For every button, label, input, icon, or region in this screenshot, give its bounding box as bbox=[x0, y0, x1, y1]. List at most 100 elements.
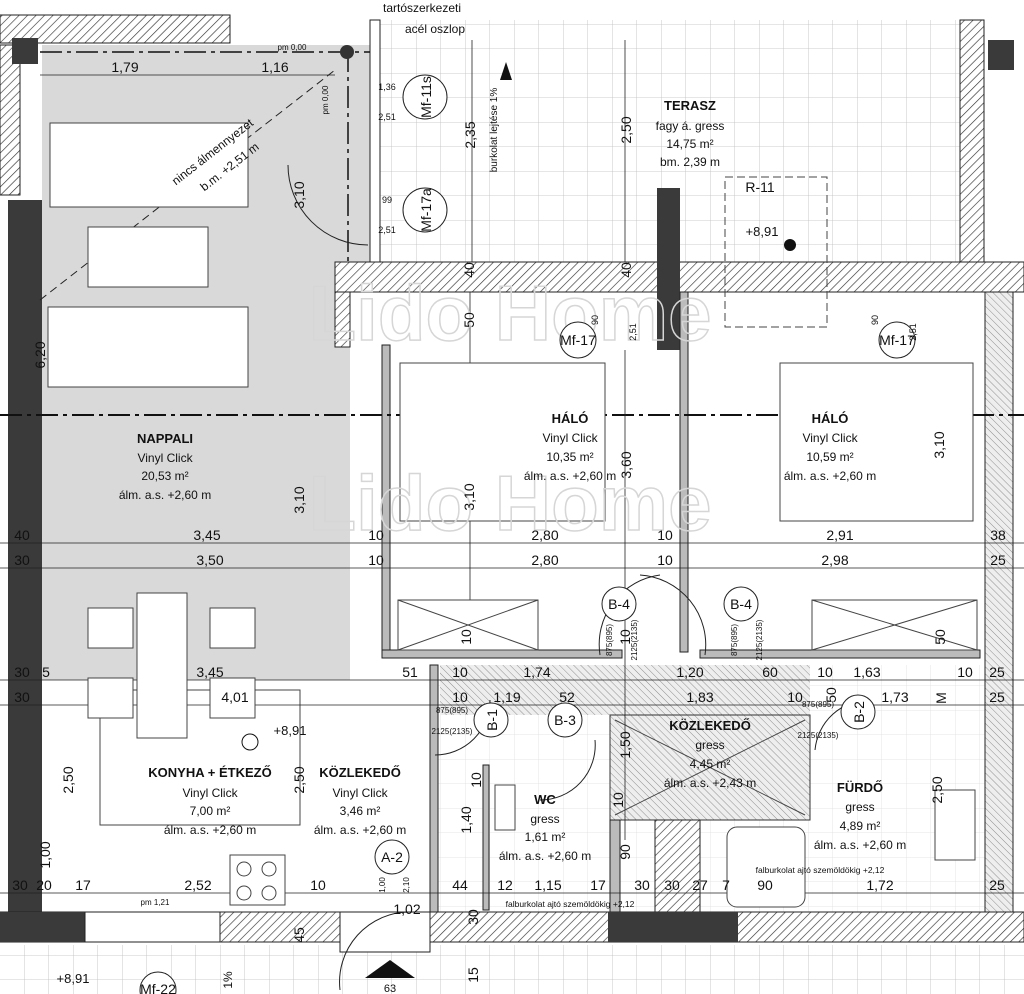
tag-mf-11s[interactable]: Mf-11s bbox=[418, 76, 434, 118]
svg-text:25: 25 bbox=[990, 552, 1006, 568]
svg-text:1,00: 1,00 bbox=[378, 877, 387, 893]
steel-column-label-2: acél oszlop bbox=[405, 22, 465, 36]
terrace-level: +8,91 bbox=[746, 224, 779, 239]
partition-wall-1 bbox=[334, 291, 351, 348]
level-marker-icon bbox=[241, 733, 259, 751]
svg-text:álm. a.s. +2,60 m: álm. a.s. +2,60 m bbox=[784, 469, 876, 483]
kitchen-window[interactable] bbox=[84, 911, 221, 943]
svg-text:álm. a.s. +2,60 m: álm. a.s. +2,60 m bbox=[314, 823, 406, 837]
steel-column-marker bbox=[340, 45, 354, 59]
svg-text:gress: gress bbox=[530, 812, 559, 826]
svg-text:3,45: 3,45 bbox=[196, 664, 223, 680]
svg-text:álm. a.s. +2,60 m: álm. a.s. +2,60 m bbox=[119, 488, 211, 502]
kitchen-floor-area bbox=[99, 689, 301, 826]
svg-text:álm. a.s. +2,60 m: álm. a.s. +2,60 m bbox=[499, 849, 591, 863]
svg-text:TERASZ: TERASZ bbox=[664, 98, 716, 113]
level-marker-icon-terrace bbox=[784, 239, 796, 251]
tag-mf-17-right[interactable]: Mf-17 bbox=[879, 332, 915, 348]
coffee-table bbox=[87, 226, 209, 288]
svg-text:875(895): 875(895) bbox=[436, 706, 468, 715]
svg-text:30: 30 bbox=[465, 909, 481, 925]
svg-text:1,83: 1,83 bbox=[686, 689, 713, 705]
svg-text:50: 50 bbox=[823, 687, 839, 703]
bedroom-partition bbox=[679, 291, 689, 653]
tag-r-11[interactable]: R-11 bbox=[745, 179, 775, 195]
dining-table bbox=[136, 592, 188, 739]
bottom-wall-dark-mid bbox=[608, 912, 738, 942]
window-dims: 1,36 2,51 99 2,51 90 2,51 90 2,51 bbox=[378, 82, 918, 341]
steel-column-right bbox=[988, 40, 1014, 70]
svg-text:álm. a.s. +2,60 m: álm. a.s. +2,60 m bbox=[524, 469, 616, 483]
svg-text:10,59 m²: 10,59 m² bbox=[806, 450, 853, 464]
svg-text:bm. 2,39 m: bm. 2,39 m bbox=[660, 155, 720, 169]
svg-text:7,00 m²: 7,00 m² bbox=[190, 804, 231, 818]
tag-b-4-right[interactable]: B-4 bbox=[730, 596, 752, 612]
watermark-top: Lido Home bbox=[309, 269, 712, 357]
svg-text:15: 15 bbox=[465, 967, 481, 983]
svg-text:Vinyl Click: Vinyl Click bbox=[182, 786, 238, 800]
svg-text:2,50: 2,50 bbox=[291, 766, 307, 793]
tag-b-2[interactable]: B-2 bbox=[851, 701, 867, 723]
tag-a-2[interactable]: A-2 bbox=[381, 849, 403, 865]
svg-text:25: 25 bbox=[989, 689, 1005, 705]
room-terasz: TERASZ fagy á. gress 14,75 m² bm. 2,39 m bbox=[656, 98, 725, 169]
svg-text:7: 7 bbox=[722, 877, 730, 893]
pm-bottom-label: pm 1,21 bbox=[141, 898, 170, 907]
svg-text:3,50: 3,50 bbox=[196, 552, 223, 568]
room-kozlekedo-entry: KÖZLEKEDŐ Vinyl Click 3,46 m² álm. a.s. … bbox=[314, 765, 406, 837]
tag-mf-17-left[interactable]: Mf-17 bbox=[560, 332, 596, 348]
svg-text:2,80: 2,80 bbox=[531, 527, 558, 543]
svg-text:Vinyl Click: Vinyl Click bbox=[332, 786, 388, 800]
shower-tray bbox=[726, 826, 806, 908]
svg-text:1,50: 1,50 bbox=[617, 731, 633, 758]
svg-text:875(895): 875(895) bbox=[605, 624, 614, 656]
svg-text:3,60: 3,60 bbox=[618, 451, 634, 478]
cladding-note-2: falburkolat ajtó szemöldökig +2,12 bbox=[506, 899, 635, 909]
svg-text:2125(2135): 2125(2135) bbox=[798, 731, 839, 740]
svg-text:1,73: 1,73 bbox=[881, 689, 908, 705]
tag-mf-17a[interactable]: Mf-17a bbox=[418, 188, 434, 232]
svg-text:10: 10 bbox=[452, 689, 468, 705]
tag-b-3[interactable]: B-3 bbox=[554, 712, 576, 728]
svg-text:50: 50 bbox=[932, 629, 948, 645]
svg-text:27: 27 bbox=[692, 877, 708, 893]
svg-text:fagy á. gress: fagy á. gress bbox=[656, 119, 725, 133]
slope-arrow-icon bbox=[500, 62, 512, 80]
svg-text:60: 60 bbox=[762, 664, 778, 680]
svg-text:10: 10 bbox=[368, 527, 384, 543]
section-marker-icon bbox=[365, 960, 415, 978]
svg-text:17: 17 bbox=[590, 877, 606, 893]
svg-text:30: 30 bbox=[634, 877, 650, 893]
steel-column-label-1: tartószerkezeti bbox=[383, 1, 461, 15]
entrance-door-opening[interactable] bbox=[339, 911, 431, 953]
svg-text:45: 45 bbox=[291, 927, 307, 943]
svg-text:2,10: 2,10 bbox=[402, 877, 411, 893]
tag-b-1[interactable]: B-1 bbox=[484, 709, 500, 731]
svg-text:30: 30 bbox=[12, 877, 28, 893]
svg-text:KÖZLEKEDŐ: KÖZLEKEDŐ bbox=[319, 765, 401, 780]
svg-text:52: 52 bbox=[559, 689, 575, 705]
svg-text:17: 17 bbox=[75, 877, 91, 893]
svg-text:1,61 m²: 1,61 m² bbox=[525, 830, 566, 844]
svg-text:HÁLÓ: HÁLÓ bbox=[812, 411, 849, 426]
svg-text:WC: WC bbox=[534, 792, 556, 807]
pm-side-label: pm 0,00 bbox=[321, 85, 330, 114]
wc-wall-inner bbox=[482, 764, 490, 911]
terrace-window[interactable] bbox=[369, 19, 381, 263]
room-nappali: NAPPALI Vinyl Click 20,53 m² álm. a.s. +… bbox=[119, 431, 211, 502]
sideboard bbox=[47, 306, 249, 388]
svg-text:10: 10 bbox=[617, 629, 633, 645]
svg-text:2,35: 2,35 bbox=[462, 121, 478, 148]
tag-b-4-left[interactable]: B-4 bbox=[608, 596, 630, 612]
tag-mf-22[interactable]: Mf-22 bbox=[140, 981, 176, 994]
room-kozlekedo-hall: KÖZLEKEDŐ gress 4,45 m² álm. a.s. +2,43 … bbox=[664, 718, 756, 790]
tag-circles bbox=[139, 74, 916, 994]
svg-text:álm. a.s. +2,60 m: álm. a.s. +2,60 m bbox=[164, 823, 256, 837]
left-wall-upper bbox=[0, 44, 21, 196]
wc-wall-left bbox=[429, 664, 439, 916]
roof-opening-r11 bbox=[724, 176, 828, 328]
svg-text:30: 30 bbox=[664, 877, 680, 893]
section-mark-label: 63 bbox=[384, 983, 396, 994]
svg-text:1,79: 1,79 bbox=[111, 59, 138, 75]
